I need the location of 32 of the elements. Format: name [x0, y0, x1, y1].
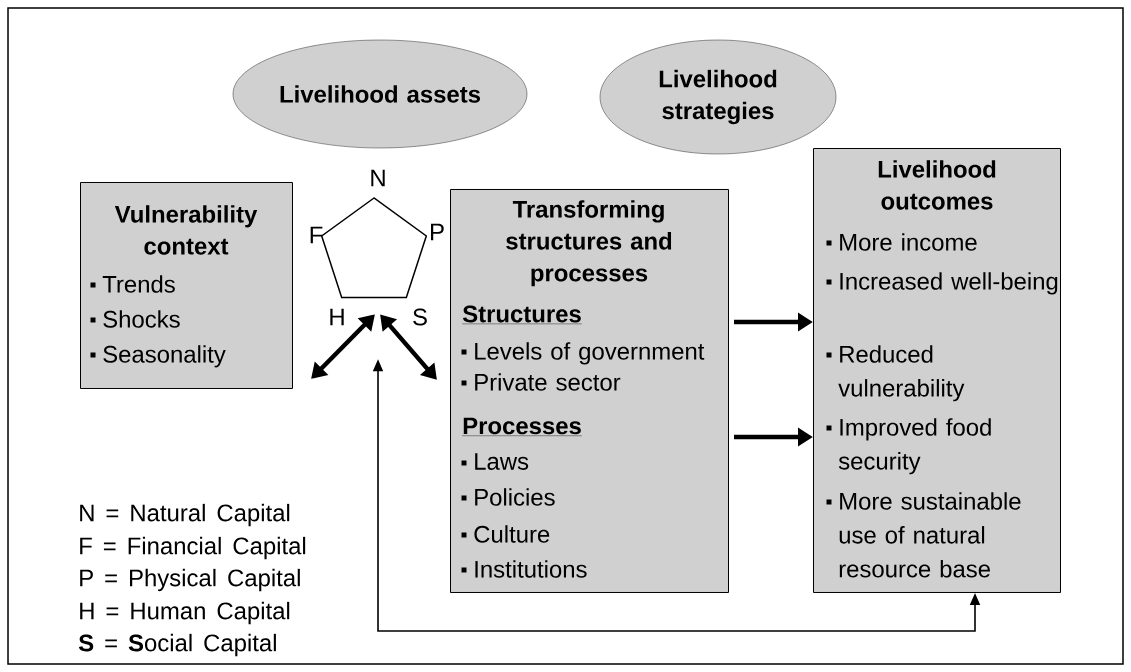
section-heading: Processes [462, 417, 583, 436]
vertex-label: P [431, 223, 444, 241]
list-item: Policies [461, 488, 555, 506]
ellipse-label: Livelihood strategies [599, 39, 837, 155]
legend-text: P = Physical Capital [80, 568, 300, 592]
legend-text: S = Social Capital [78, 633, 276, 657]
legend-text: F = Financial Capital [80, 536, 306, 560]
vertex-label: S [413, 308, 427, 326]
list-item: Reduced vulnerability [826, 345, 965, 402]
legend-text: H = Human Capital [80, 601, 290, 625]
list-item: Culture [461, 525, 550, 543]
list-item: Trends [90, 275, 175, 293]
list-item: Institutions [461, 560, 587, 578]
list-item: Laws [461, 453, 529, 470]
list-item: Levels of government [461, 342, 705, 365]
box-heading: Transforming structures and processes [506, 200, 672, 287]
list-item: Shocks [90, 310, 180, 328]
vertex-label: H [330, 308, 344, 326]
list-item: More sustainable use of natural resource base [826, 492, 1021, 578]
list-item: Improved food security [826, 418, 991, 475]
list-item: More income [826, 233, 977, 251]
box-heading: Livelihood outcomes [878, 160, 996, 210]
legend-text: N = Natural Capital [80, 503, 290, 527]
vertex-label: N [371, 169, 385, 187]
ellipse-label: Livelihood assets [232, 39, 528, 149]
box-heading: Vulnerability context [114, 205, 258, 255]
section-heading: Structures [462, 305, 582, 325]
list-item: Seasonality [90, 345, 226, 368]
vertex-label: F [310, 226, 323, 244]
list-item: Private sector [461, 373, 621, 391]
list-item: Increased well-being [826, 272, 1058, 295]
arrow [311, 314, 375, 379]
